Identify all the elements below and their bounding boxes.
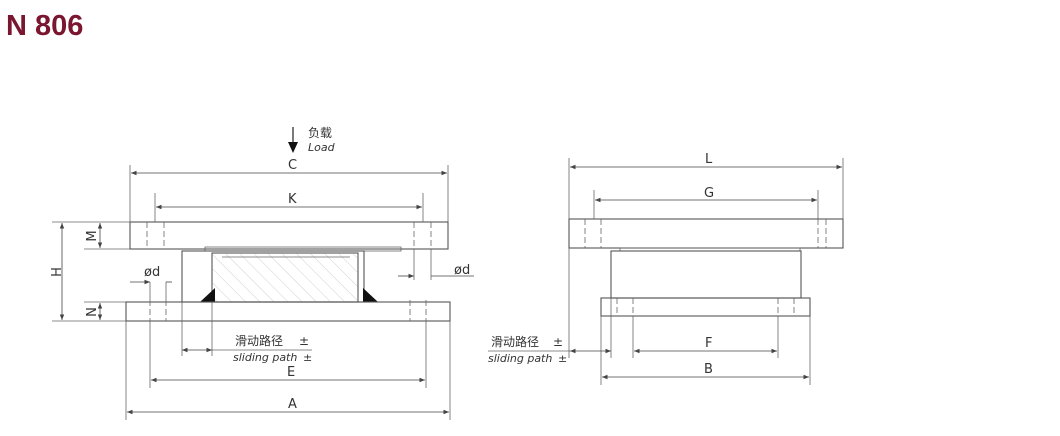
- sliding-label-cn-left: 滑动路径: [235, 333, 283, 348]
- dim-label-B: B: [704, 362, 713, 377]
- dim-label-A: A: [288, 397, 297, 412]
- front-view: [52, 127, 474, 420]
- dim-label-M: M: [85, 230, 100, 241]
- dim-label-C: C: [288, 158, 297, 173]
- dim-label-d-left: ød: [144, 265, 160, 280]
- side-bottom-plate: [600, 297, 811, 317]
- sliding-label-cn-right: 滑动路径: [491, 334, 539, 349]
- load-label-cn: 负载: [308, 126, 332, 140]
- weld-right: [363, 288, 378, 302]
- dim-label-F: F: [705, 336, 712, 351]
- weld-left: [200, 288, 215, 302]
- sliding-sign-en-right: ±: [558, 352, 567, 365]
- dim-label-G: G: [704, 186, 714, 201]
- dim-label-E: E: [287, 365, 295, 380]
- page-title: N 806: [6, 10, 84, 42]
- side-housing: [610, 250, 802, 299]
- dim-label-d-right: ød: [454, 263, 470, 278]
- side-top-plate: [568, 218, 844, 249]
- side-view: [488, 158, 844, 385]
- sliding-sign-cn-left: ±: [299, 334, 309, 348]
- sliding-label-en-left: sliding path: [233, 351, 297, 364]
- bottom-plate: [125, 301, 451, 322]
- load-label-en: Load: [308, 141, 336, 154]
- dim-label-K: K: [288, 192, 297, 207]
- top-plate: [129, 221, 449, 250]
- load-arrow-head: [288, 142, 298, 153]
- dim-label-N: N: [85, 307, 100, 317]
- dim-label-L: L: [705, 152, 713, 167]
- sliding-sign-cn-right: ±: [553, 335, 563, 349]
- sliding-label-en-right: sliding path: [488, 352, 552, 365]
- sliding-sign-en-left: ±: [303, 351, 312, 364]
- dim-label-H: H: [50, 267, 65, 277]
